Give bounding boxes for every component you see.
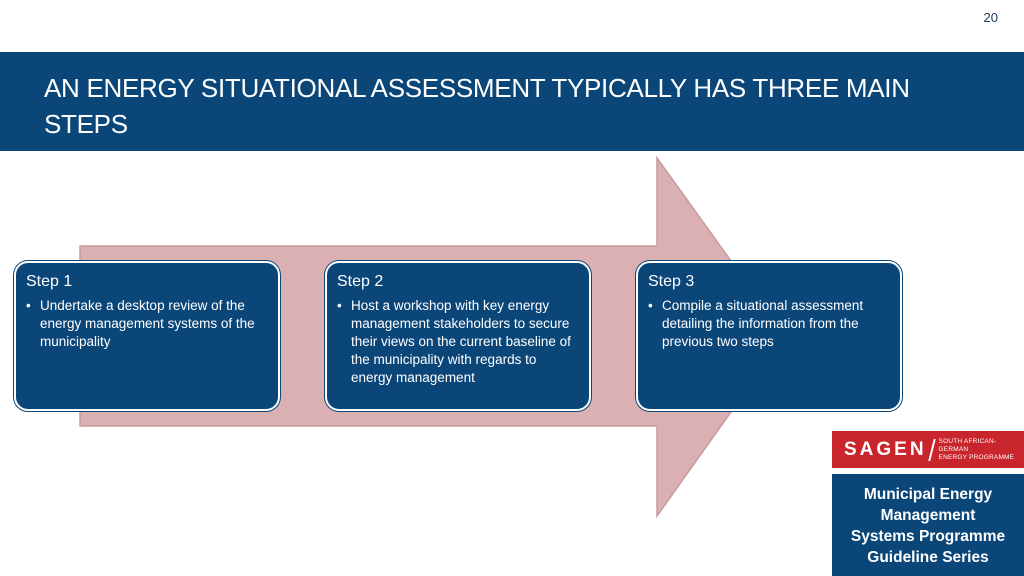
sagen-logo: SAGEN SOUTH AFRICAN-GERMAN ENERGY PROGRA…	[832, 431, 1024, 468]
step-card-2: Step 2 Host a workshop with key energy m…	[325, 261, 591, 411]
step-card-1: Step 1 Undertake a desktop review of the…	[14, 261, 280, 411]
step-card-3: Step 3 Compile a situational assessment …	[636, 261, 902, 411]
step-bullet: Undertake a desktop review of the energy…	[26, 297, 268, 351]
step-title: Step 2	[337, 273, 384, 290]
step-bullet: Compile a situational assessment detaili…	[648, 297, 890, 351]
sagen-logo-subtitle-line2: ENERGY PROGRAMME	[938, 453, 1015, 461]
guideline-series-badge: Municipal Energy Management Systems Prog…	[832, 474, 1024, 576]
step-title: Step 3	[648, 273, 695, 290]
series-line-1: Municipal Energy	[863, 486, 993, 503]
step-bullet-list: Undertake a desktop review of the energy…	[26, 297, 268, 351]
page-title: AN ENERGY SITUATIONAL ASSESSMENT TYPICAL…	[44, 73, 910, 139]
series-line-4: Guideline Series	[867, 549, 989, 566]
sagen-logo-subtitle-line1: SOUTH AFRICAN-GERMAN	[938, 437, 997, 453]
series-line-3: Systems Programme	[850, 528, 1006, 545]
step-title: Step 1	[26, 273, 73, 290]
page-number: 20	[983, 10, 998, 25]
series-line-2: Management	[880, 507, 976, 524]
sagen-logo-name: SAGEN	[844, 438, 927, 460]
sagen-logo-subtitle: SOUTH AFRICAN-GERMAN ENERGY PROGRAMME	[939, 438, 1024, 462]
sagen-logo-slash	[927, 438, 936, 461]
step-bullet: Host a workshop with key energy manageme…	[337, 297, 579, 387]
step-bullet-list: Host a workshop with key energy manageme…	[337, 297, 579, 387]
step-bullet-list: Compile a situational assessment detaili…	[648, 297, 890, 351]
title-bar: AN ENERGY SITUATIONAL ASSESSMENT TYPICAL…	[0, 52, 1024, 151]
